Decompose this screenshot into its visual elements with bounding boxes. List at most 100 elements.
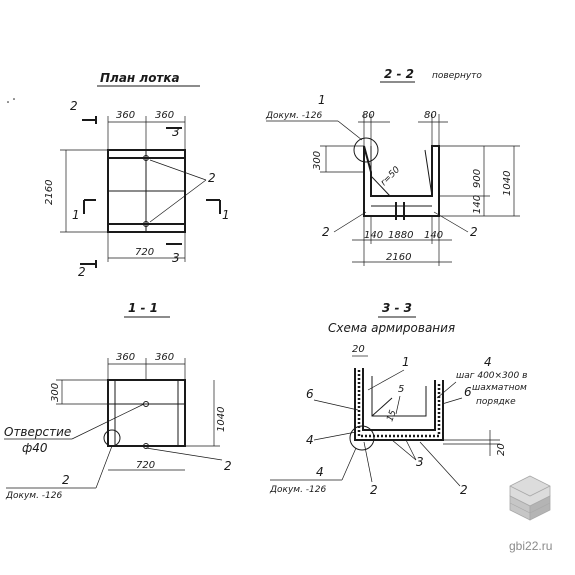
section-2-2-dim-1040: 1040 [502, 171, 513, 196]
plan-section-2-top: 2 [70, 99, 78, 113]
plan-section-2-bottom: 2 [78, 265, 86, 279]
section-2-2-dim-1880: 1880 [388, 230, 413, 241]
section-1-1-callout-leader [145, 447, 223, 461]
section-3-3-leader [363, 441, 373, 483]
section-2-2-dim-80-left: 80 [362, 110, 375, 121]
section-3-3-outer-profile [354, 368, 444, 441]
section-3-3-inner-profile [362, 368, 436, 431]
section-3-3-num-15: 15 [385, 409, 398, 423]
section-3-3-num-2-right: 2 [460, 483, 468, 497]
section-2-2-inner-lines [370, 146, 433, 197]
section-3-3-num-6-right: 6 [464, 385, 472, 399]
section-3-3-leader [395, 395, 401, 415]
section-3-3-num-4-left: 4 [306, 433, 314, 447]
section-3-3-rebar-line [371, 376, 427, 417]
section-3-3-detail-circle [349, 425, 375, 451]
plan-section-3-top: 3 [172, 125, 180, 139]
section-2-2-subtitle: повернуто [432, 71, 482, 81]
section-2-2-callout-2-right: 2 [470, 225, 478, 239]
section-1-1-dim-1040: 1040 [216, 407, 227, 432]
section-2-2-dim-2160: 2160 [386, 252, 411, 263]
section-1-1-title: 1 - 1 [128, 301, 158, 315]
plan-section-1-left: 1 [72, 208, 80, 222]
section-2-2-dim-900: 900 [472, 169, 483, 188]
section-2-2-dim-140: 140 [472, 195, 483, 214]
section-1-1-dim-left: 360 [116, 352, 135, 363]
section-1-1: 1 - 1 360 360 300 1040 Отверстие ф40 720… [4, 301, 232, 501]
section-1-1-detail-circle [103, 429, 121, 447]
logo-icon [509, 475, 551, 521]
section-2-2: 2 - 2 повернуто 1 Докум. -126 80 80 r=50… [265, 67, 520, 266]
section-3-3-dim-20-right: 20 [496, 443, 507, 456]
section-3-3-leader [313, 431, 357, 441]
section-2-2-haunch [370, 175, 391, 197]
section-1-1-dim-right: 360 [155, 352, 174, 363]
site-url: gbi22.ru [509, 539, 552, 553]
section-3-3-num-5: 5 [398, 384, 404, 395]
section-2-2-callout-1: 1 [318, 93, 326, 107]
section-3-3-pitch-note-2: шахматном [472, 383, 527, 393]
section-3-3-leader [391, 439, 417, 461]
section-2-2-callout-leader [333, 211, 367, 233]
section-2-2-dim-300: 300 [312, 151, 323, 170]
section-1-1-dim-720: 720 [136, 460, 155, 471]
section-2-2-callout-2-left: 2 [322, 225, 330, 239]
section-3-3-num-1: 1 [402, 355, 410, 369]
site-watermark: gbi22.ru [509, 475, 552, 553]
plan-dim-right: 360 [155, 110, 174, 121]
section-3-3-pitch-note-1: шаг 400×300 в [456, 371, 527, 381]
section-1-1-callout-leader [95, 445, 113, 489]
section-2-2-title: 2 - 2 [384, 67, 414, 81]
section-3-3-callout-leader [341, 447, 357, 481]
plan-section-3-bottom: 3 [172, 251, 180, 265]
section-3-3: 3 - 3 Схема армирования 20 1 4 шаг 400×3… [269, 301, 527, 497]
plan-callout-leader [149, 179, 207, 223]
section-3-3-num-3: 3 [416, 455, 424, 469]
section-2-2-dim-radius: r=50 [379, 165, 402, 188]
section-1-1-dim-300: 300 [50, 383, 61, 402]
section-2-2-dim-140-left: 140 [364, 230, 383, 241]
section-3-3-leader [436, 381, 457, 399]
section-2-2-callout-1-doc: Докум. -126 [265, 111, 323, 121]
section-1-1-callout-2-right: 2 [224, 459, 232, 473]
section-3-3-subtitle: Схема армирования [328, 321, 455, 335]
plan-title: План лотка [100, 71, 180, 85]
section-3-3-leader [313, 399, 359, 411]
scan-specks [7, 98, 15, 103]
section-3-3-title: 3 - 3 [382, 301, 412, 315]
section-2-2-callout-leader [433, 211, 469, 233]
plan-dim-left: 360 [116, 110, 135, 121]
section-1-1-loop [143, 443, 149, 449]
plan-callout-2: 2 [208, 171, 216, 185]
section-3-3-leader [419, 441, 461, 487]
section-3-3-pitch-note-3: порядке [476, 397, 516, 407]
plan-loop [143, 155, 149, 161]
section-1-1-hole-leader [71, 403, 145, 440]
section-3-3-num-4-top: 4 [484, 355, 492, 369]
plan-view: План лотка 360 360 2160 720 2 2 [44, 71, 230, 279]
section-2-2-dim-140-right: 140 [424, 230, 443, 241]
section-3-3-num-4-doc: Докум. -126 [269, 485, 327, 495]
section-2-2-detail-circle [353, 137, 379, 163]
section-3-3-leader [367, 369, 405, 391]
plan-loop [143, 221, 149, 227]
section-2-2-callout-leader [337, 120, 363, 141]
plan-dim-bottom: 720 [135, 247, 154, 258]
section-3-3-haunch [371, 397, 393, 417]
section-1-1-outline [107, 379, 186, 447]
plan-callout-leader [149, 159, 207, 181]
section-2-2-dim-80-right: 80 [424, 110, 437, 121]
section-3-3-num-2-left: 2 [370, 483, 378, 497]
section-3-3-leader [441, 397, 463, 405]
section-3-3-num-4-bottom: 4 [316, 465, 324, 479]
plan-dim-height: 2160 [44, 180, 55, 205]
section-3-3-rebar-hatch [357, 370, 441, 438]
section-1-1-hole-size: ф40 [22, 441, 48, 455]
section-3-3-dim-20-top: 20 [352, 344, 365, 355]
plan-section-1-right: 1 [222, 208, 230, 222]
section-1-1-hole-label: Отверстие [4, 425, 71, 439]
section-1-1-callout-2-doc: Докум. -126 [5, 491, 63, 501]
section-3-3-num-6-left: 6 [306, 387, 314, 401]
section-1-1-callout-2-left: 2 [62, 473, 70, 487]
